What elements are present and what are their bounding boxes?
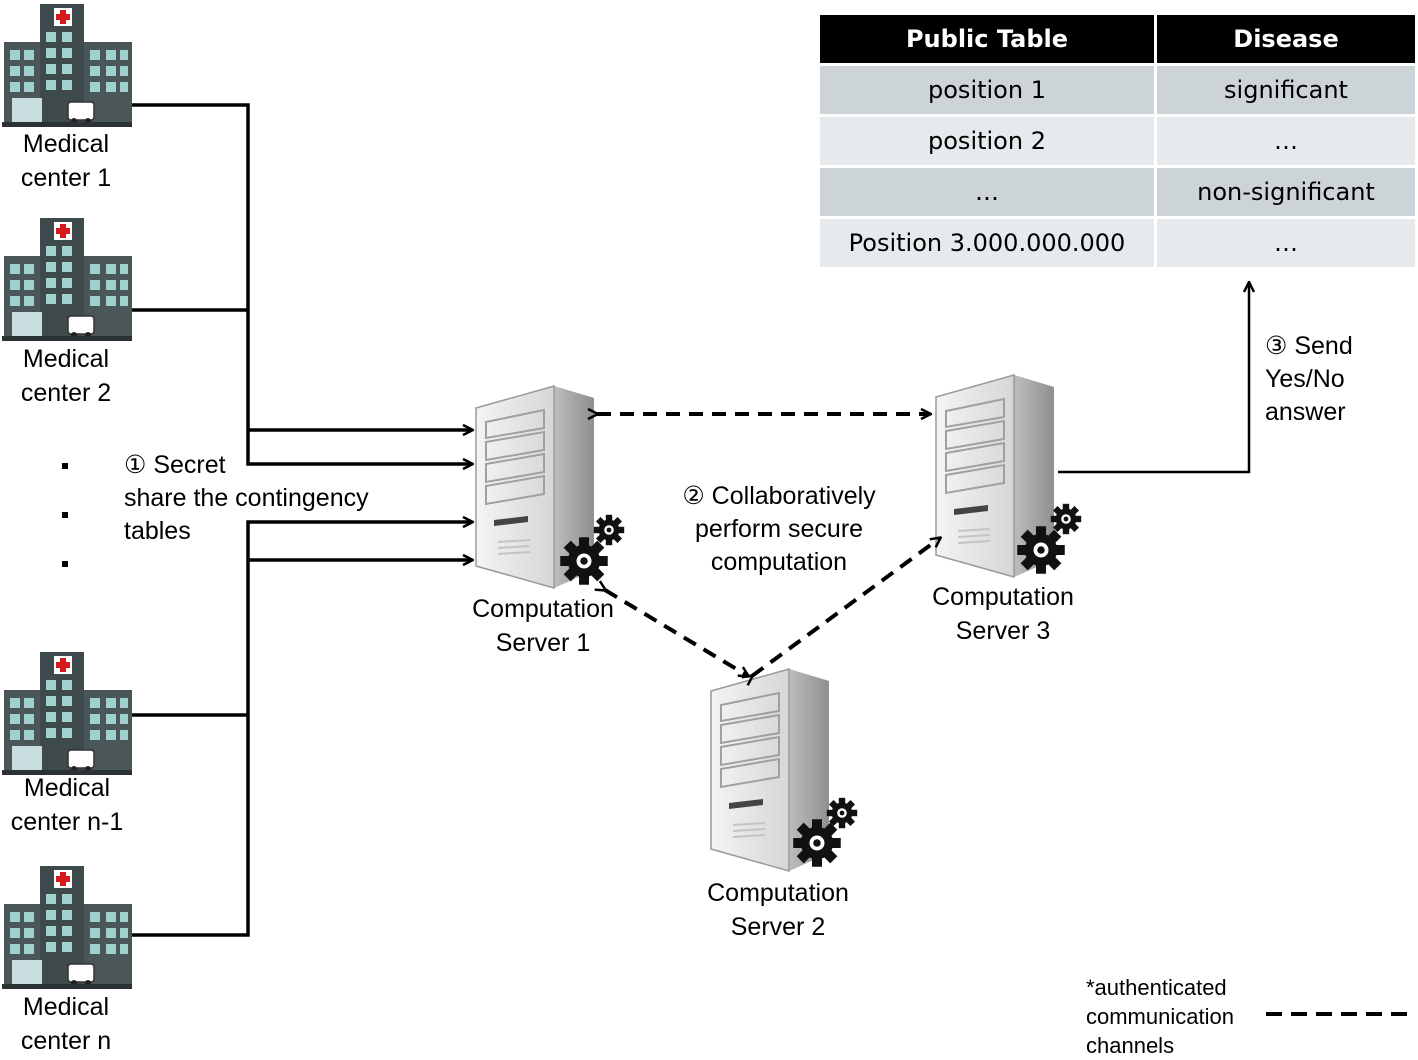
table-row: Position 3.000.000.000 … <box>817 216 1418 270</box>
gear-icon <box>560 537 608 585</box>
table-row: position 1 significant <box>817 63 1418 117</box>
server-2-label: Computation Server 2 <box>707 879 849 941</box>
table-cell: position 2 <box>817 114 1157 168</box>
medical-center-n-1-label: Medical center n-1 <box>10 774 124 836</box>
hospital-icon <box>2 217 132 341</box>
table-cell: … <box>817 165 1157 219</box>
hospital-icon <box>2 3 132 127</box>
hospital-icon <box>2 651 132 775</box>
table-cell: … <box>1154 114 1418 168</box>
gear-icon <box>1017 526 1065 574</box>
ellipsis-dot <box>62 512 68 518</box>
table-cell: … <box>1154 216 1418 270</box>
server-1-label: Computation Server 1 <box>472 595 614 657</box>
step-2-text: ② Collaboratively perform secure computa… <box>682 482 876 576</box>
public-table: Public Table Disease position 1 signific… <box>817 12 1418 270</box>
table-header-cell: Disease <box>1154 12 1418 66</box>
hospital-icon <box>2 865 132 989</box>
table-cell: Position 3.000.000.000 <box>817 216 1157 270</box>
table-cell: significant <box>1154 63 1418 117</box>
answer-line <box>1058 283 1249 474</box>
gear-icon <box>793 819 841 867</box>
table-cell: position 1 <box>817 63 1157 117</box>
medical-center-n-label: Medical center n <box>20 993 112 1055</box>
legend-text: *authenticated communication channels <box>1086 975 1234 1058</box>
step-3-text: ③ Send Yes/No answer <box>1265 332 1353 426</box>
step-1-text: ① Secret share the contingency tables <box>124 451 369 545</box>
gear-icon <box>1050 503 1082 535</box>
ellipsis-dot <box>62 463 68 469</box>
table-row: position 2 … <box>817 114 1418 168</box>
ellipsis-dot <box>62 561 68 567</box>
medical-center-2-label: Medical center 2 <box>20 345 112 407</box>
gear-icon <box>593 514 625 546</box>
table-row: … non-significant <box>817 165 1418 219</box>
server-3-label: Computation Server 3 <box>932 583 1074 645</box>
table-header-row: Public Table Disease <box>817 12 1418 66</box>
medical-center-1-label: Medical center 1 <box>20 130 112 192</box>
table-header-cell: Public Table <box>817 12 1157 66</box>
secret-share-lines <box>132 103 472 937</box>
table-cell: non-significant <box>1154 165 1418 219</box>
secure-channels <box>597 414 940 676</box>
gear-icon <box>826 797 858 829</box>
